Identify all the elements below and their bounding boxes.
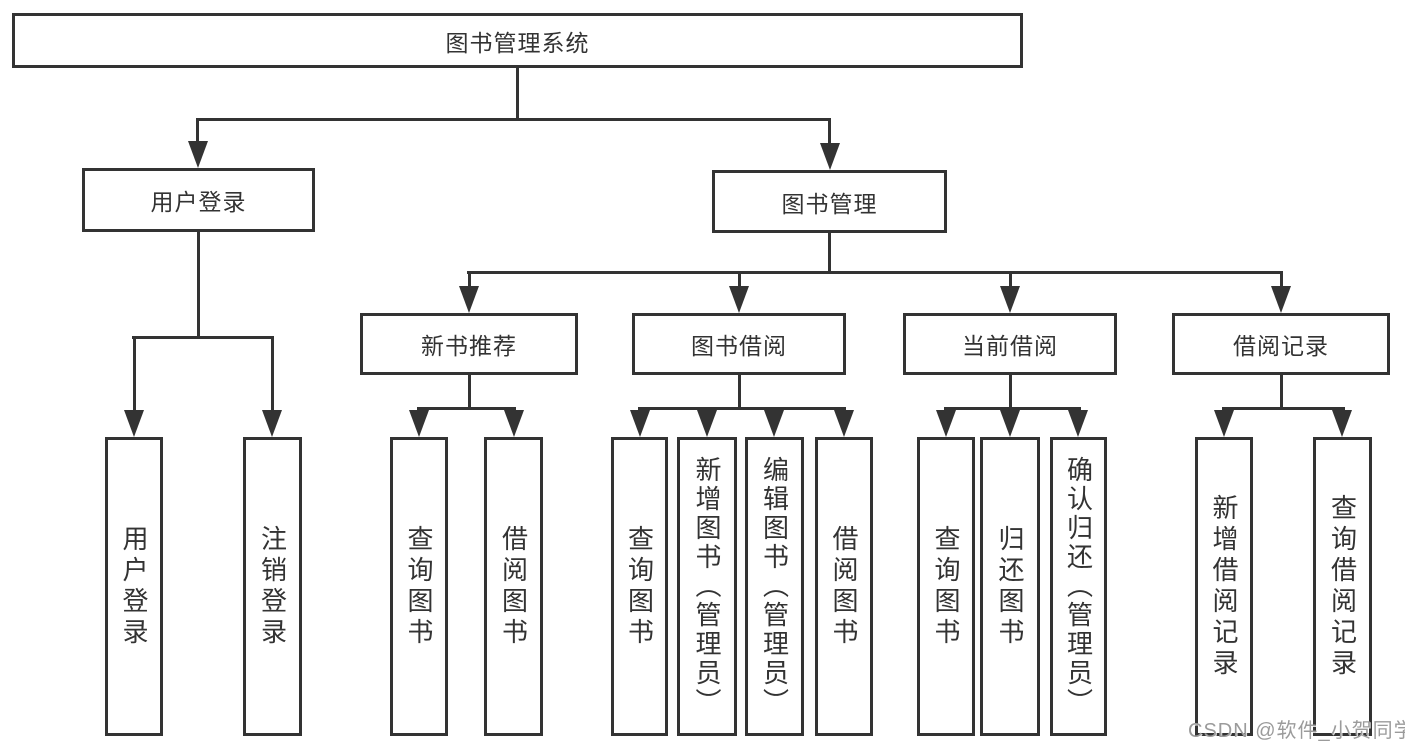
connector-root-left-shaft: [196, 118, 199, 146]
arrowhead-to-rec-query: [1332, 410, 1352, 437]
arrowhead-to-nb-borrow: [504, 410, 524, 437]
node-user-login: 用户登录: [82, 168, 315, 232]
arrowhead-to-cb-query: [936, 410, 956, 437]
connector-mgmt-vline: [828, 233, 831, 271]
node-bb-edit-books-admin: 编辑图书（管理员）: [745, 437, 804, 736]
node-label: 查询图书: [931, 524, 961, 649]
connector-mgmt-shaft-2: [738, 271, 741, 291]
node-cb-confirm-return-admin: 确认归还（管理员）: [1050, 437, 1107, 736]
arrowhead-to-login-action: [124, 410, 144, 437]
node-library-management-system: 图书管理系统: [12, 13, 1023, 68]
node-label: 图书借阅: [691, 333, 787, 359]
node-label: 查询图书: [404, 524, 434, 649]
node-label: 借阅图书: [829, 524, 859, 649]
node-label: 注销登录: [257, 524, 288, 649]
node-label: 归还图书: [995, 524, 1025, 649]
arrowhead-to-nb-query: [409, 410, 429, 437]
connector-mgmt-hline: [467, 271, 1282, 274]
node-book-mgmt: 图书管理: [712, 170, 947, 233]
arrowhead-to-book-mgmt: [820, 143, 840, 170]
node-nb-query-books: 查询图书: [390, 437, 448, 736]
node-logout-action: 注销登录: [243, 437, 302, 736]
connector-login-shaft-2: [271, 336, 274, 412]
node-new-book: 新书推荐: [360, 313, 578, 375]
arrowhead-to-bb-edit: [764, 410, 784, 437]
node-label: 编辑图书（管理员）: [759, 456, 790, 717]
node-label: 当前借阅: [962, 333, 1058, 359]
node-label: 确认归还（管理员）: [1063, 456, 1094, 717]
node-label: 图书管理系统: [445, 29, 590, 56]
arrowhead-to-bb-add: [697, 410, 717, 437]
node-login-action: 用户登录: [105, 437, 163, 736]
connector-currentborrow-vline: [1009, 375, 1012, 407]
connector-currentborrow-hline: [944, 407, 1081, 410]
connector-bookborrow-hline: [638, 407, 846, 410]
node-label: 新增借阅记录: [1209, 493, 1239, 680]
connector-root-vline: [516, 68, 519, 118]
arrowhead-to-cb-confirm: [1068, 410, 1088, 437]
connector-newbook-vline: [468, 375, 471, 407]
node-label: 图书管理: [781, 190, 878, 217]
node-book-borrow: 图书借阅: [632, 313, 846, 375]
connector-newbook-hline: [417, 407, 516, 410]
connector-record-hline: [1222, 407, 1345, 410]
arrowhead-to-cb-return: [1000, 410, 1020, 437]
node-rec-add-borrow-record: 新增借阅记录: [1195, 437, 1253, 736]
node-cb-return-books: 归还图书: [980, 437, 1040, 736]
connector-login-vline: [197, 232, 200, 336]
connector-mgmt-shaft-4: [1280, 271, 1283, 291]
node-nb-borrow-books: 借阅图书: [484, 437, 543, 736]
connector-record-vline: [1280, 375, 1283, 407]
arrowhead-to-current-borrow: [1000, 286, 1020, 313]
node-label: 新增图书（管理员）: [692, 456, 722, 717]
connector-login-shaft-1: [133, 336, 136, 412]
node-rec-query-borrow-record: 查询借阅记录: [1313, 437, 1372, 736]
node-bb-borrow-books: 借阅图书: [815, 437, 873, 736]
arrowhead-to-bb-borrow: [834, 410, 854, 437]
arrowhead-to-user-login: [188, 141, 208, 168]
arrowhead-to-rec-add: [1214, 410, 1234, 437]
arrowhead-to-borrow-record: [1271, 286, 1291, 313]
connector-mgmt-shaft-1: [468, 271, 471, 291]
node-label: 借阅图书: [498, 524, 529, 649]
node-current-borrow: 当前借阅: [903, 313, 1117, 375]
arrowhead-to-book-borrow: [729, 286, 749, 313]
csdn-watermark: CSDN @软件_小贺同学: [1188, 720, 1405, 742]
node-borrow-record: 借阅记录: [1172, 313, 1390, 375]
connector-root-right-shaft: [828, 118, 831, 146]
node-label: 用户登录: [150, 189, 247, 215]
arrowhead-to-new-book: [459, 286, 479, 313]
connector-mgmt-shaft-3: [1009, 271, 1012, 291]
arrowhead-to-bb-query: [630, 410, 650, 437]
connector-root-hline: [196, 118, 831, 121]
node-label: 用户登录: [119, 524, 149, 649]
node-label: 查询图书: [624, 524, 655, 649]
node-label: 查询借阅记录: [1327, 493, 1358, 680]
arrowhead-to-logout-action: [262, 410, 282, 437]
node-bb-add-books-admin: 新增图书（管理员）: [677, 437, 737, 736]
node-label: 新书推荐: [421, 333, 517, 359]
node-bb-query-books: 查询图书: [611, 437, 668, 736]
connector-login-hline: [132, 336, 274, 339]
node-cb-query-books: 查询图书: [917, 437, 975, 736]
connector-bookborrow-vline: [738, 375, 741, 407]
node-label: 借阅记录: [1233, 333, 1329, 359]
